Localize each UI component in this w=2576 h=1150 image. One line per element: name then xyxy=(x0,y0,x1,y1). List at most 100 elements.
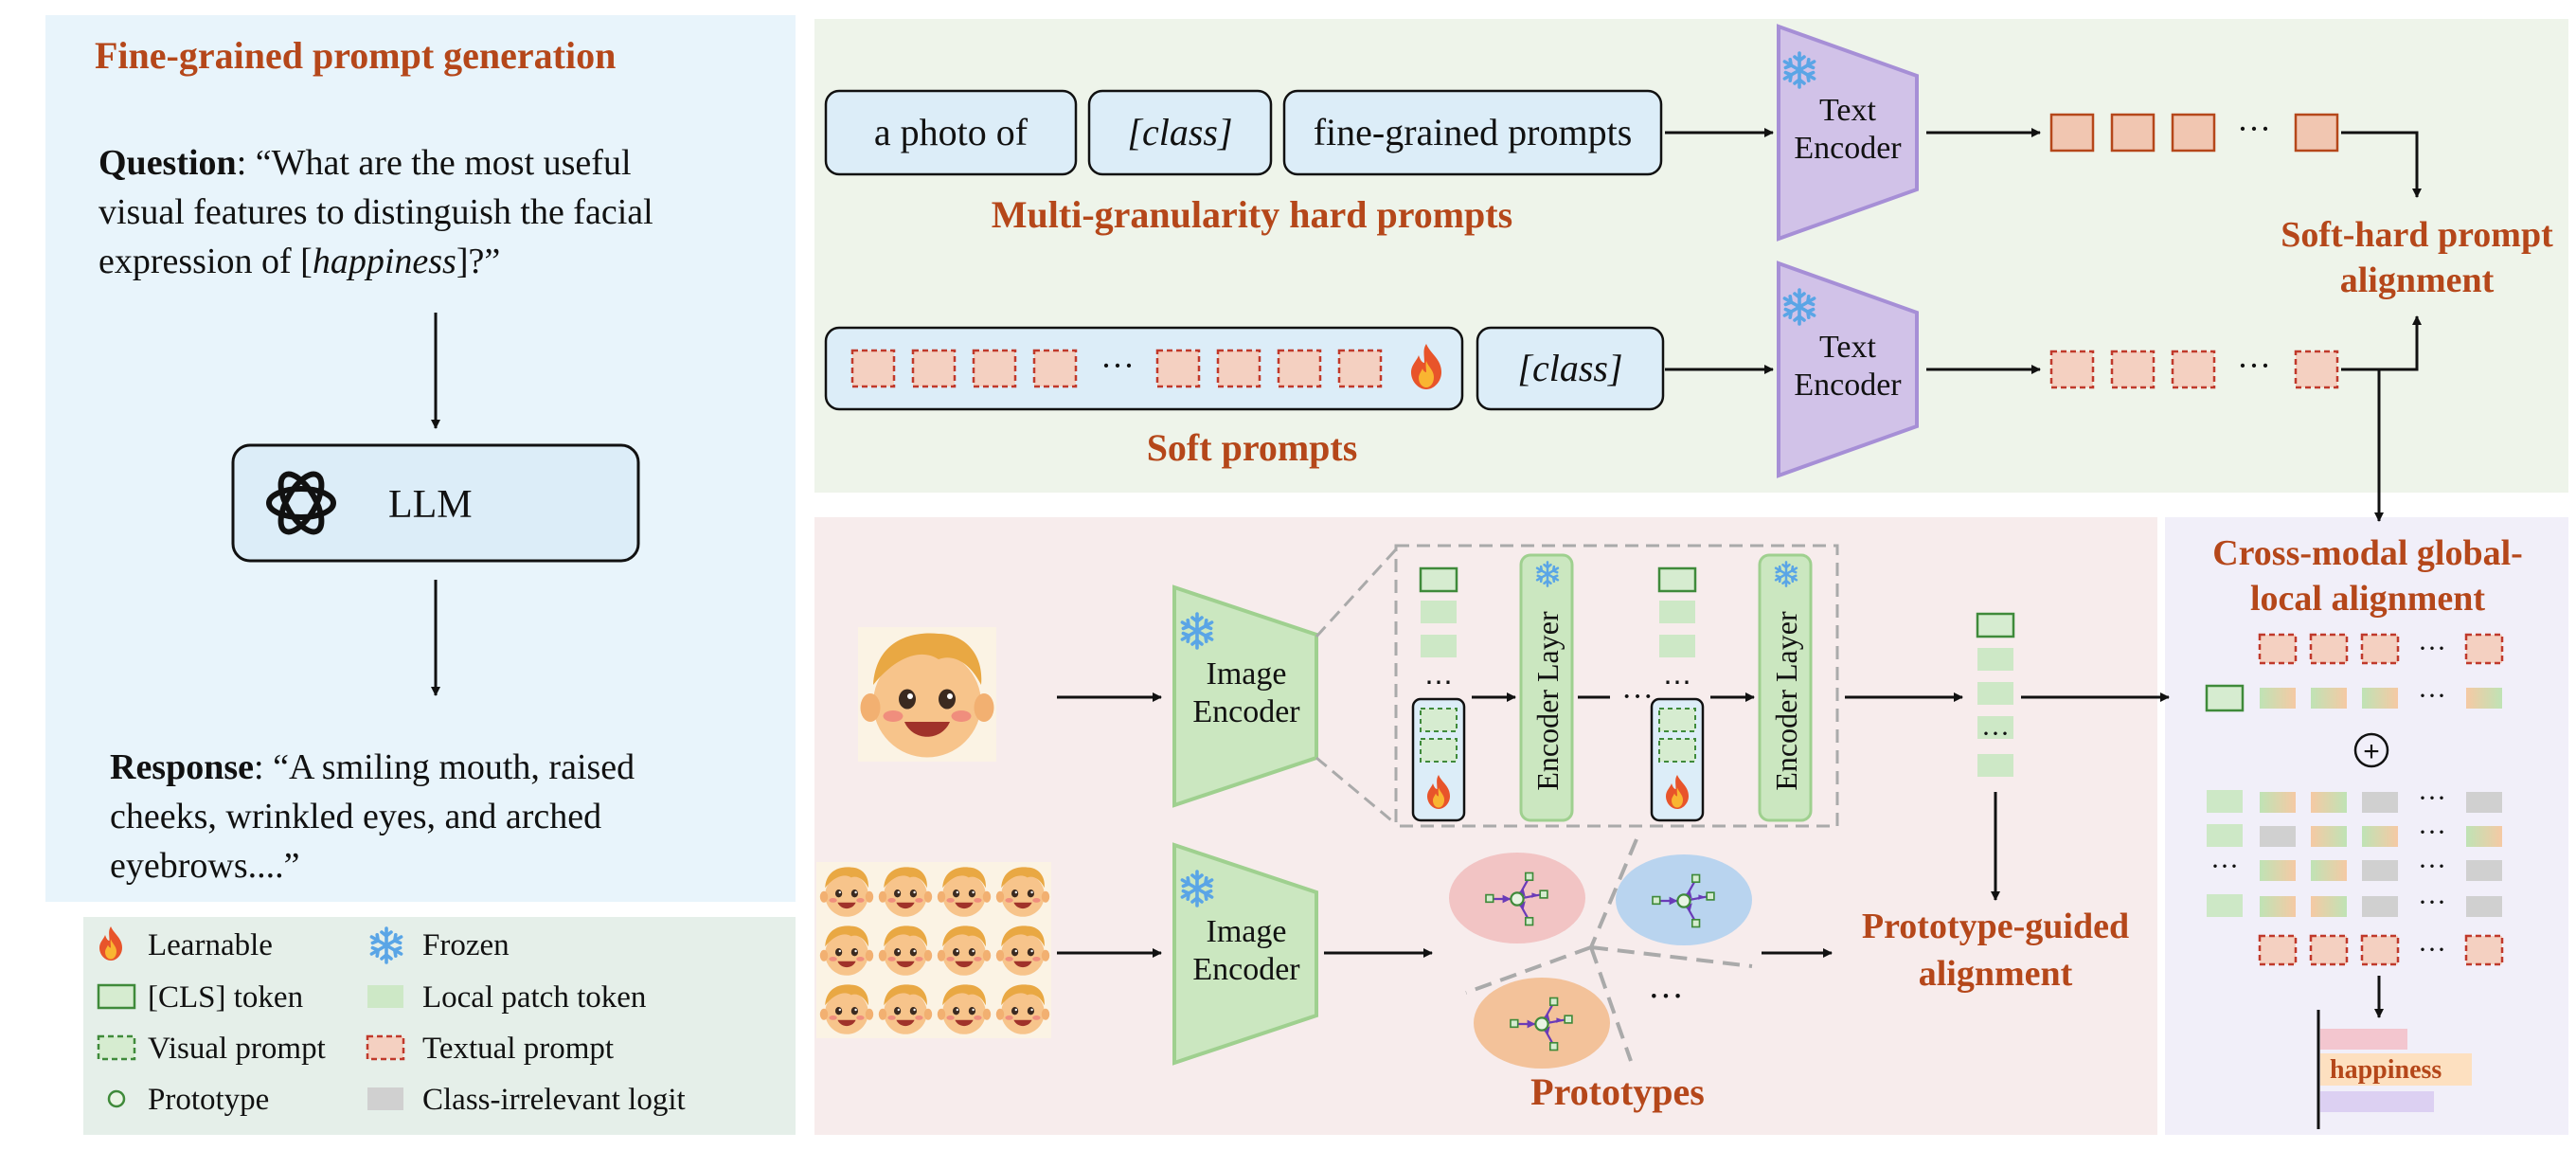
encoder-stack-1: ⋯ Encoder Layer xyxy=(1411,553,1574,822)
patch-token xyxy=(2207,824,2243,847)
prototype-guided-alignment-line1: Prototype-guided xyxy=(1862,907,2129,946)
text-token xyxy=(2309,934,2349,966)
hard-token xyxy=(2171,113,2216,153)
legend-textual-prompt: Textual prompt xyxy=(422,1032,614,1066)
soft-embedding-token xyxy=(2110,350,2156,389)
encoder-layers-ellipsis: ··· xyxy=(1621,679,1654,714)
prediction-bar-purple xyxy=(2320,1091,2434,1112)
text-encoder-soft-line1: Text xyxy=(1819,330,1876,365)
cluster-divider xyxy=(1589,946,1633,1062)
soft-prompt-row: ··· [class] xyxy=(824,326,1665,411)
similarity-logit xyxy=(2362,688,2398,709)
legend-visual-prompt: Visual prompt xyxy=(148,1032,326,1066)
encoder-layer-box xyxy=(1758,553,1813,822)
similarity-logit xyxy=(2260,860,2296,881)
soft-prompt-embeddings: ··· xyxy=(2049,347,2339,389)
cross-modal-title-line2: local alignment xyxy=(2250,579,2485,619)
class-irrelevant-logit xyxy=(2362,860,2398,881)
cls-token xyxy=(1976,612,2015,638)
image-encoder-bottom-line1: Image xyxy=(1207,914,1287,949)
matrix-ellipsis: ··· xyxy=(2418,633,2446,664)
similarity-logit xyxy=(2466,688,2502,709)
prototypes-title: Prototypes xyxy=(1530,1070,1705,1113)
soft-token xyxy=(850,349,896,388)
prediction-bar-happiness xyxy=(2320,1053,2472,1086)
question-line-3-italic: happiness xyxy=(313,242,456,281)
similarity-logit xyxy=(2362,826,2398,847)
text-encoder-hard-line2: Encoder xyxy=(1794,131,1902,166)
encoder-stack-2: ⋯ Encoder Layer xyxy=(1650,553,1813,822)
legend-frozen: Frozen xyxy=(422,928,510,962)
soft-hard-alignment-line1: Soft-hard prompt xyxy=(2281,215,2553,255)
soft-embedding-ellipsis: ··· xyxy=(2237,347,2271,385)
similarity-logit xyxy=(2260,896,2296,917)
class-irrelevant-logit xyxy=(2362,896,2398,917)
hard-token xyxy=(2110,113,2156,153)
prediction-label-happiness: happiness xyxy=(2330,1055,2442,1085)
text-token xyxy=(2360,934,2400,966)
matrix-ellipsis: ··· xyxy=(2418,680,2446,711)
cluster-divider xyxy=(1465,945,1592,995)
similarity-logit xyxy=(2311,688,2347,709)
soft-token xyxy=(1337,349,1383,388)
hard-prompt-box-fine-grained xyxy=(1282,89,1663,176)
local-alignment-matrix: ··· ··· ··· ··· ··· ··· xyxy=(2207,782,2504,966)
response-text: Response: “A smiling mouth, raised xyxy=(110,747,635,787)
patch-token xyxy=(1659,601,1695,623)
hard-token-ellipsis: ··· xyxy=(2237,110,2271,148)
matrix-ellipsis: ··· xyxy=(2418,817,2446,848)
zoom-line xyxy=(1315,756,1397,826)
response-line-3: eyebrows....” xyxy=(110,846,299,886)
soft-prompt-box xyxy=(824,326,1464,411)
cls-token xyxy=(2205,684,2245,712)
question-line-3: expression of [happiness]?” xyxy=(98,242,500,281)
hard-prompt-fine-grained: fine-grained prompts xyxy=(1314,111,1633,153)
class-irrelevant-logit xyxy=(2260,826,2296,847)
class-irrelevant-logit xyxy=(2466,860,2502,881)
soft-token xyxy=(1032,349,1078,388)
visual-prompt-token xyxy=(1420,708,1458,732)
llm-label: LLM xyxy=(388,483,473,527)
encoder-layer-box xyxy=(1519,553,1574,822)
similarity-logit xyxy=(2466,826,2502,847)
local-patch-token-icon xyxy=(367,985,403,1008)
left-panel-title: Fine-grained prompt generation xyxy=(95,34,616,77)
feature-ellipsis: ··· xyxy=(1981,718,2010,749)
similarity-logit xyxy=(2260,688,2296,709)
hard-prompt-box-class xyxy=(1087,89,1273,176)
cls-token xyxy=(1419,566,1458,593)
hard-token xyxy=(2294,113,2339,153)
smiling-face-image xyxy=(858,627,996,762)
question-line-3-post: ]?” xyxy=(456,242,500,281)
soft-embedding-token xyxy=(2049,350,2095,389)
llm-box: LLM xyxy=(231,443,640,563)
prototype-guided-alignment-line2: alignment xyxy=(1919,954,2073,994)
prototype-ellipsis: ··· xyxy=(1648,977,1684,1016)
text-encoder-soft-line2: Encoder xyxy=(1794,368,1902,403)
class-irrelevant-logit-icon xyxy=(367,1087,403,1110)
plus-sign: + xyxy=(2363,736,2380,767)
hard-token xyxy=(2049,113,2095,153)
soft-class-box xyxy=(1476,326,1665,411)
matrix-ellipsis: ··· xyxy=(2418,782,2446,814)
image-feature-tokens: ··· xyxy=(1976,612,2015,777)
cluster-divider xyxy=(1590,945,1753,968)
cls-token-icon xyxy=(97,983,136,1010)
soft-prompts-title: Soft prompts xyxy=(1147,426,1358,469)
response-label: Response xyxy=(110,747,254,787)
legend-cls-token: [CLS] token xyxy=(148,980,303,1015)
patch-token xyxy=(1421,601,1457,623)
face-grid-image xyxy=(816,862,1051,1038)
question-label: Question xyxy=(98,143,237,183)
patch-token xyxy=(2207,790,2243,813)
encoder-layer-label: Encoder Layer xyxy=(1769,611,1803,791)
arrow-hard-tokens-to-alignment xyxy=(2341,131,2422,198)
text-encoder-hard: Text Encoder xyxy=(1777,24,1919,242)
hard-prompt-box-photo xyxy=(824,89,1078,176)
soft-class: [class] xyxy=(1517,347,1622,389)
text-encoder-soft: Text Encoder xyxy=(1777,261,1919,478)
cross-modal-title-line1: Cross-modal global- xyxy=(2212,533,2523,573)
patch-token xyxy=(1659,635,1695,657)
soft-embedding-token xyxy=(2171,350,2216,389)
response-line-2: cheeks, wrinkled eyes, and arched xyxy=(110,797,601,836)
